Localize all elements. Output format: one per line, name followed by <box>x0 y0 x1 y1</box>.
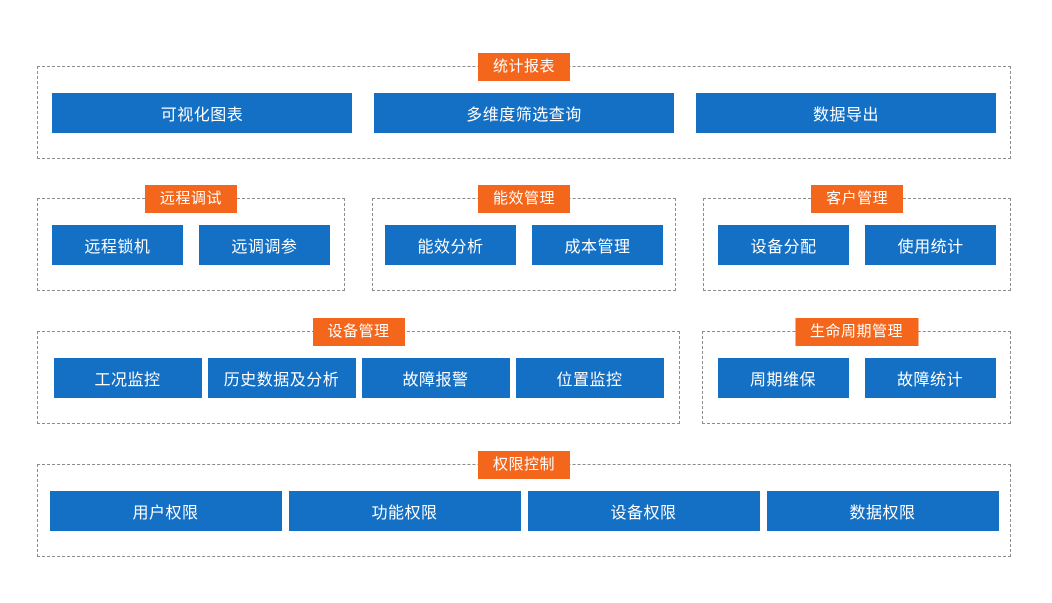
node-usage-statistics[interactable]: 使用统计 <box>865 224 997 265</box>
node-user-permission[interactable]: 用户权限 <box>49 490 282 531</box>
node-cost-management[interactable]: 成本管理 <box>531 224 663 265</box>
group-device-management[interactable]: 设备管理 工况监控 历史数据及分析 故障报警 位置监控 <box>37 318 680 424</box>
node-visualization-chart[interactable]: 可视化图表 <box>52 92 352 133</box>
node-fault-statistics[interactable]: 故障统计 <box>864 357 996 398</box>
node-function-permission[interactable]: 功能权限 <box>288 490 521 531</box>
group-title-customer-management: 客户管理 <box>811 185 904 213</box>
group-title-remote-debug: 远程调试 <box>144 185 237 213</box>
group-lifecycle-management[interactable]: 生命周期管理 周期维保 故障统计 <box>702 318 1011 424</box>
group-customer-management[interactable]: 客户管理 设备分配 使用统计 <box>703 185 1011 291</box>
diagram-row-permission: 权限控制 用户权限 功能权限 设备权限 数据权限 <box>37 451 1011 557</box>
group-title-permission-control: 权限控制 <box>477 451 571 479</box>
diagram-row-report: 统计报表 可视化图表 多维度筛选查询 数据导出 <box>37 53 1011 159</box>
node-remote-parameter-tuning[interactable]: 远调调参 <box>198 224 330 265</box>
group-title-energy-efficiency: 能效管理 <box>477 185 570 213</box>
diagram-row-two: 远程调试 远程锁机 远调调参 能效管理 能效分析 成本管理 客户管理 设备分配 … <box>37 185 1011 291</box>
group-title-lifecycle-management: 生命周期管理 <box>794 318 919 346</box>
group-statistical-report[interactable]: 统计报表 可视化图表 多维度筛选查询 数据导出 <box>37 53 1011 159</box>
node-operating-condition-monitoring[interactable]: 工况监控 <box>53 357 202 398</box>
node-device-permission[interactable]: 设备权限 <box>527 490 760 531</box>
node-device-allocation[interactable]: 设备分配 <box>718 224 850 265</box>
node-remote-lock[interactable]: 远程锁机 <box>51 224 183 265</box>
group-permission-control[interactable]: 权限控制 用户权限 功能权限 设备权限 数据权限 <box>37 451 1011 557</box>
group-title-statistical-report: 统计报表 <box>477 53 571 81</box>
node-location-monitoring[interactable]: 位置监控 <box>515 357 664 398</box>
diagram-row-three: 设备管理 工况监控 历史数据及分析 故障报警 位置监控 生命周期管理 周期维保 … <box>37 318 1011 424</box>
group-title-device-management: 设备管理 <box>312 318 405 346</box>
node-historical-data-analysis[interactable]: 历史数据及分析 <box>207 357 356 398</box>
node-multidimensional-filter-query[interactable]: 多维度筛选查询 <box>374 92 674 133</box>
node-periodic-maintenance[interactable]: 周期维保 <box>717 357 849 398</box>
node-fault-alarm[interactable]: 故障报警 <box>361 357 510 398</box>
node-data-export[interactable]: 数据导出 <box>696 92 996 133</box>
node-energy-analysis[interactable]: 能效分析 <box>384 224 516 265</box>
group-energy-efficiency[interactable]: 能效管理 能效分析 成本管理 <box>371 185 677 291</box>
group-remote-debug[interactable]: 远程调试 远程锁机 远调调参 <box>37 185 345 291</box>
node-data-permission[interactable]: 数据权限 <box>766 490 999 531</box>
